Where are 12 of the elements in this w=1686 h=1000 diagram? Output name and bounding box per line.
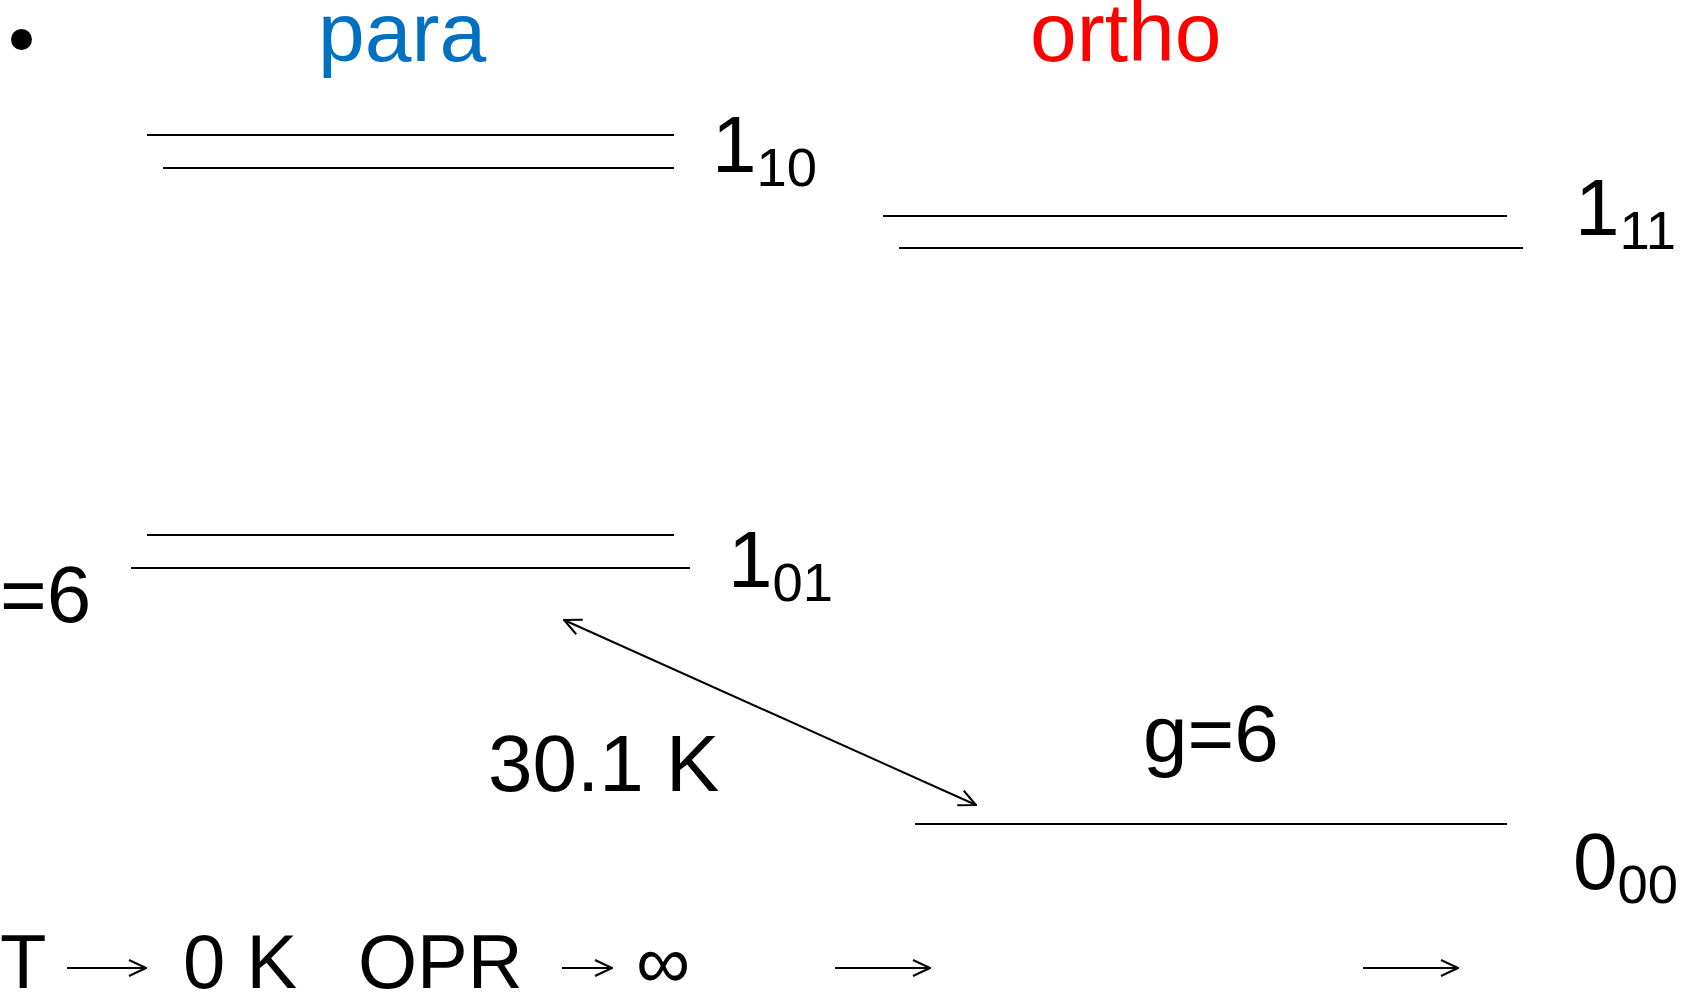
level-label: 1$_{01}$ bbox=[728, 520, 833, 600]
double-arrow bbox=[563, 618, 977, 807]
condition-text: ∞ bbox=[636, 924, 691, 1000]
condition-text: OPR bbox=[358, 924, 523, 1000]
degeneracy-label: =6 bbox=[0, 555, 92, 635]
level-label: 1$_{11}$ bbox=[1575, 168, 1676, 248]
condition-text: T bbox=[0, 924, 47, 1000]
series-heading: ortho bbox=[1030, 0, 1222, 74]
condition-text: 0 K bbox=[183, 924, 298, 1000]
level-label: 0$_{00}$ bbox=[1573, 822, 1678, 902]
level-label: 1$_{10}$ bbox=[712, 105, 817, 185]
energy-gap-label: 30.1 K bbox=[488, 724, 720, 804]
